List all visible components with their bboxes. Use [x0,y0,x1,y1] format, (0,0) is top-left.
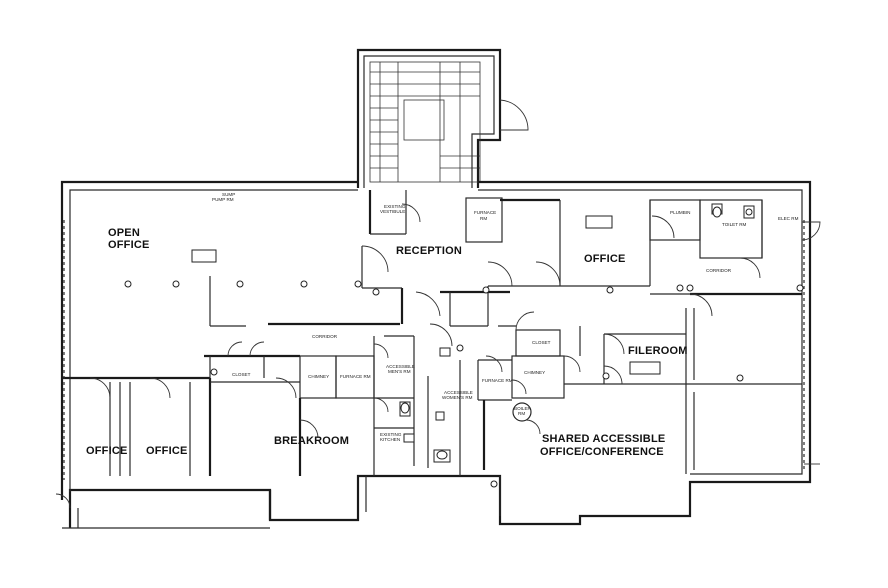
room-label-fileroom: FILEROOM [628,345,688,357]
exterior-walls [60,180,812,529]
room-label-open-office-line2: OFFICE [108,239,150,251]
room-label-office-right: OFFICE [584,253,626,265]
small-labels: SUMP PUMP RM EXISTING VESTIBULE FURNACE … [212,192,799,442]
room-labels: OPEN OFFICE RECEPTION OFFICE FILEROOM BR… [86,227,688,458]
label-furnace-left: FURNACE RM [340,374,371,379]
label-acc-womens-2: WOMEN'S RM [442,395,473,400]
left-wall-hatching [63,220,805,480]
door-swings [55,203,821,509]
room-label-shared-line1: SHARED ACCESSIBLE [542,433,665,445]
label-sump-2: PUMP RM [212,197,234,202]
label-boiler-2: RM [518,411,525,416]
room-label-office-left-1: OFFICE [86,445,128,457]
label-existing-vest-1: EXISTING [384,204,406,209]
label-acc-mens-1: ACCESSIBLE [386,364,415,369]
label-furnace-top-2: RM [480,216,487,221]
label-furnace-top-1: FURNACE [474,210,496,215]
label-furnace-right: FURNACE RM [482,378,513,383]
label-plumbing: PLUMBIN [670,210,690,215]
label-sump-1: SUMP [222,192,235,197]
room-label-reception: RECEPTION [396,245,462,257]
label-existing-vest-2: VESTIBULE [380,209,405,214]
label-closet-mid: CLOSET [532,340,551,345]
stair-tower [356,48,529,188]
label-closet-left: CLOSET [232,372,251,377]
room-label-breakroom: BREAKROOM [274,435,349,447]
label-elec-rm: ELEC RM [778,216,799,221]
label-corridor-right: CORRIDOR [706,268,732,273]
room-label-office-left-2: OFFICE [146,445,188,457]
label-toilet-rm: TOILET RM [722,222,747,227]
interior-walls [62,190,802,476]
label-acc-womens-1: ACCESSIBLE [444,390,473,395]
label-existing-kitchen-2: KITCHEN [380,437,400,442]
fixtures [124,203,804,488]
label-existing-kitchen-1: EXISTING [380,432,402,437]
label-chimney-left: CHIMNEY [308,374,329,379]
room-label-open-office-line1: OPEN [108,227,140,239]
label-corridor-left: CORRIDOR [312,334,338,339]
label-chimney-right: CHIMNEY [524,370,545,375]
label-acc-mens-2: MEN'S RM [388,369,411,374]
label-boiler-1: BOILER [514,406,532,411]
room-label-shared-line2: OFFICE/CONFERENCE [540,446,664,458]
